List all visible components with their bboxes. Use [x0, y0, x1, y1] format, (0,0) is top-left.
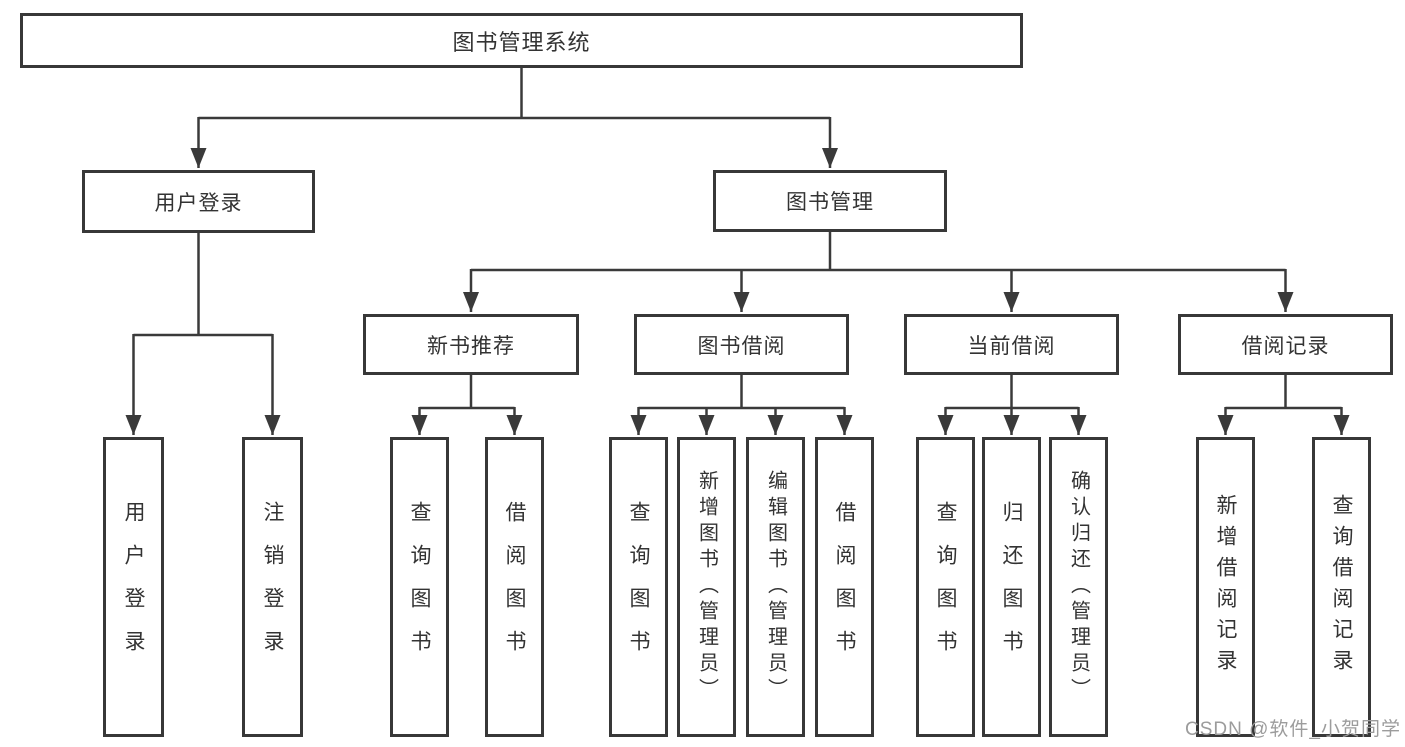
leaf-label: 新增借阅记录: [1214, 494, 1237, 680]
node-label: 新书推荐: [427, 334, 515, 358]
leaf-label: 查询图书: [627, 501, 650, 673]
leaf-label: 借阅图书: [833, 501, 856, 673]
leaf-label: 新增图书（管理员）: [695, 470, 718, 704]
leaf-label: 注销登录: [261, 501, 284, 673]
leaf-label: 用户登录: [122, 501, 145, 673]
leaf-label: 归还图书: [1000, 501, 1023, 673]
node-label: 图书管理系统: [452, 29, 591, 55]
leaf-confirm-return-admin: 确认归还（管理员）: [1049, 437, 1108, 737]
leaf-label: 借阅图书: [503, 501, 526, 673]
leaf-label: 查询图书: [408, 501, 431, 673]
node-label: 当前借阅: [967, 334, 1056, 358]
leaf-user-login: 用户登录: [103, 437, 164, 737]
leaf-label: 查询借阅记录: [1330, 494, 1353, 680]
leaf-label: 编辑图书（管理员）: [764, 470, 787, 704]
csdn-watermark: CSDN @软件_小贺同学: [1185, 719, 1401, 740]
leaf-query-borrow-record: 查询借阅记录: [1312, 437, 1371, 737]
leaf-label: 确认归还（管理员）: [1067, 470, 1090, 704]
node-new-book-recommend: 新书推荐: [363, 314, 579, 375]
leaf-query-books: 查询图书: [916, 437, 975, 737]
node-label: 借阅记录: [1241, 334, 1330, 358]
leaf-return-books: 归还图书: [982, 437, 1041, 737]
leaf-borrow-books: 借阅图书: [815, 437, 874, 737]
leaf-logout: 注销登录: [242, 437, 303, 737]
leaf-query-books: 查询图书: [390, 437, 449, 737]
node-label: 图书借阅: [697, 334, 786, 358]
leaf-edit-books-admin: 编辑图书（管理员）: [746, 437, 805, 737]
leaf-label: 查询图书: [934, 501, 957, 673]
node-label: 用户登录: [154, 191, 243, 215]
node-label: 图书管理: [786, 191, 874, 214]
leaf-add-books-admin: 新增图书（管理员）: [677, 437, 736, 737]
leaf-borrow-books: 借阅图书: [485, 437, 544, 737]
node-user-login: 用户登录: [82, 170, 315, 233]
node-book-management: 图书管理: [713, 170, 947, 232]
node-current-borrow: 当前借阅: [904, 314, 1119, 375]
leaf-query-books: 查询图书: [609, 437, 668, 737]
node-library-management-system: 图书管理系统: [20, 13, 1023, 68]
leaf-add-borrow-record: 新增借阅记录: [1196, 437, 1255, 737]
node-borrow-records: 借阅记录: [1178, 314, 1393, 375]
node-book-borrow: 图书借阅: [634, 314, 849, 375]
